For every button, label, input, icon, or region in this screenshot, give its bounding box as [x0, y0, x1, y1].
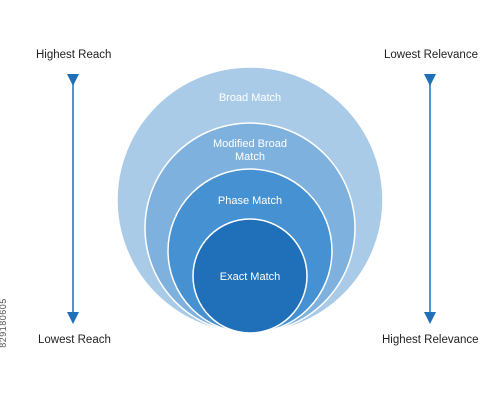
highest-reach-label: Highest Reach: [36, 49, 112, 61]
phase-match-label: Phase Match: [217, 195, 283, 207]
modified-broad-match-label: Modified Broad Match: [213, 138, 287, 163]
ring-exact-match: [192, 218, 308, 334]
exact-match-label: Exact Match: [219, 271, 281, 283]
lowest-reach-label: Lowest Reach: [38, 334, 111, 346]
broad-match-label: Broad Match: [218, 92, 282, 104]
lowest-relevance-label: Lowest Relevance: [384, 49, 478, 61]
highest-relevance-label: Highest Relevance: [382, 334, 479, 346]
stock-id-text: 829180605: [0, 298, 8, 348]
